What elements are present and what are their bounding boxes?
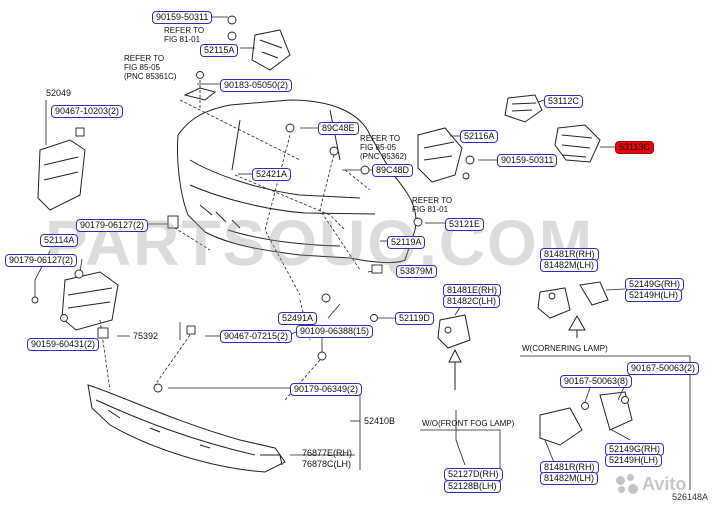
- reference-fig-85-05-pnc-85361c: REFER TO FIG 85-05 (PNC 85361C): [124, 54, 177, 81]
- avito-logo-icon: [616, 474, 638, 496]
- callout-90467-10203[interactable]: 90467-10203(2): [51, 105, 124, 118]
- callout-52491a[interactable]: 52491A: [278, 312, 318, 325]
- callout-81482m-lh-upper[interactable]: 81482M(LH): [540, 259, 599, 272]
- diagram-code: 526148A: [672, 492, 709, 502]
- callout-90167-50063-8[interactable]: 90167-50063(8): [560, 375, 633, 388]
- callout-90179-06127-lower[interactable]: 90179-06127(2): [5, 254, 78, 267]
- callout-52149h-lh-lower[interactable]: 52149H(LH): [605, 454, 663, 467]
- callout-52149h-lh-upper[interactable]: 52149H(LH): [625, 289, 683, 302]
- callout-81482c-lh[interactable]: 81482C(LH): [443, 295, 501, 308]
- reference-fig-85-05-pnc-85362: REFER TO FIG 85-05 (PNC 85362): [360, 134, 407, 161]
- reference-fig-81-01-top: REFER TO FIG 81-01: [164, 26, 205, 44]
- callout-52421a[interactable]: 52421A: [252, 168, 292, 181]
- callout-52149g-rh-lower[interactable]: 52149G(RH): [605, 443, 665, 456]
- partsouq-watermark: PARTSOUQ.COM: [45, 207, 595, 279]
- callout-89c48e[interactable]: 89C48E: [318, 122, 359, 135]
- callout-90179-06127-upper[interactable]: 90179-06127(2): [76, 219, 149, 232]
- callout-53121e[interactable]: 53121E: [445, 218, 485, 231]
- cornering-lamp-label: W(CORNERING LAMP): [522, 344, 608, 353]
- callout-89c48d[interactable]: 89C48D: [372, 164, 414, 177]
- callout-53112c[interactable]: 53112C: [544, 95, 583, 108]
- callout-90159-50311-top[interactable]: 90159-50311: [152, 11, 213, 24]
- callout-90179-06349[interactable]: 90179-06349(2): [290, 383, 363, 396]
- callout-52114a[interactable]: 52114A: [40, 234, 79, 247]
- reference-fig-81-01-mid: REFER TO FIG 81-01: [412, 196, 453, 214]
- callout-52119d[interactable]: 52119D: [395, 312, 434, 325]
- avito-watermark: Avito: [642, 474, 687, 494]
- callout-75392[interactable]: 75392: [133, 331, 159, 341]
- callout-90159-60431[interactable]: 90159-60431(2): [27, 338, 100, 351]
- callout-90167-50063-2[interactable]: 90167-50063(2): [627, 362, 700, 375]
- callout-90159-50311-right[interactable]: 90159-50311: [497, 154, 558, 167]
- callout-76878c-lh[interactable]: 76878C(LH): [302, 459, 352, 469]
- callout-52116a[interactable]: 52116A: [460, 130, 499, 143]
- callout-53879m[interactable]: 53879M: [396, 265, 437, 278]
- callout-90467-07215[interactable]: 90467-07215(2): [220, 330, 293, 343]
- callout-53113c-highlighted[interactable]: 53113C: [615, 141, 654, 154]
- callout-52119a[interactable]: 52119A: [387, 236, 426, 249]
- callout-52049[interactable]: 52049: [46, 88, 72, 98]
- callout-76877e-rh[interactable]: 76877E(RH): [302, 448, 353, 458]
- callout-52115a[interactable]: 52115A: [200, 44, 239, 57]
- callout-81482m-lh-lower[interactable]: 81482M(LH): [540, 472, 599, 485]
- callout-90183-05050[interactable]: 90183-05050(2): [220, 79, 293, 92]
- callout-52128b-lh[interactable]: 52128B(LH): [444, 480, 501, 493]
- without-front-fog-lamp-label: W/O(FRONT FOG LAMP): [422, 419, 515, 428]
- callout-90109-06388[interactable]: 90109-06388(15): [296, 325, 374, 338]
- callout-52410b[interactable]: 52410B: [364, 416, 396, 426]
